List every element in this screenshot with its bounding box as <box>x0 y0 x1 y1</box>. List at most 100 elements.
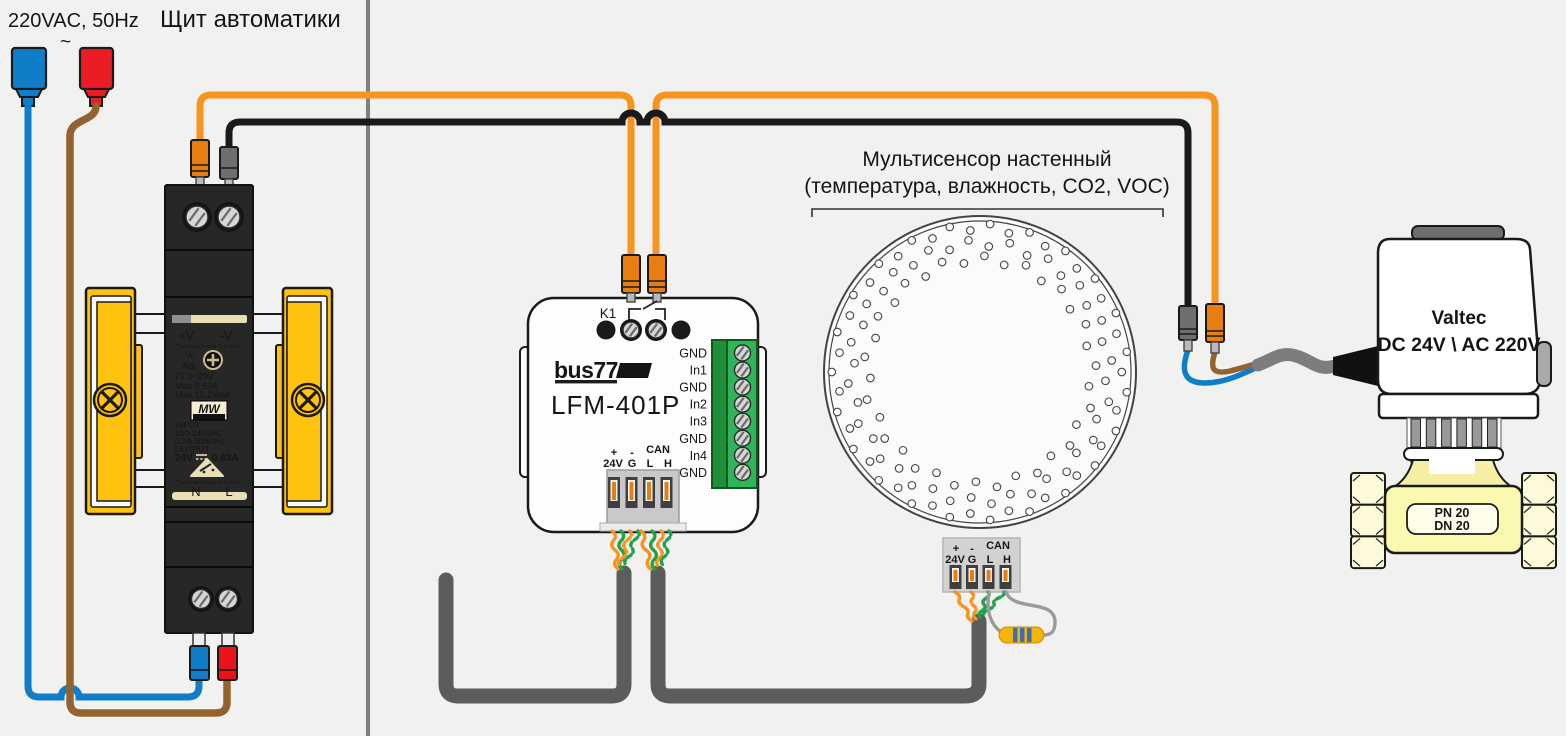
valve-hex-nuts <box>1350 472 1557 570</box>
hex-chamfer-line <box>1352 559 1361 567</box>
psu-minus-v: -V <box>220 328 233 343</box>
perforation-dot <box>1082 301 1092 310</box>
lfm-h-label: H <box>664 458 672 470</box>
terminal-screw-icon <box>620 319 642 341</box>
perforation-dot <box>1112 329 1121 339</box>
terminal-screw-icon <box>733 395 752 413</box>
perforation-dot <box>985 219 995 229</box>
valve-rating: DC 24V \ AC 220V <box>1378 334 1541 356</box>
lfm-l-label: L <box>647 458 654 470</box>
stem-rib <box>1410 418 1421 448</box>
controller-bus-terminal-labels: + - CAN 24V G L H <box>603 444 672 470</box>
controller-top-contacts <box>596 319 691 341</box>
perforation-dot <box>875 412 885 422</box>
ac-symbol: ~ <box>60 32 71 53</box>
psu-output-voltage: 24V <box>175 453 193 464</box>
perforation-dot <box>865 278 875 287</box>
controller-relay-ferrule-right <box>647 254 667 303</box>
relay-contact-icon <box>628 300 666 320</box>
perforation-dot <box>1122 347 1132 357</box>
perforation-dot <box>1036 276 1046 286</box>
perforation-dot <box>1111 426 1121 436</box>
perforation-dot <box>835 348 844 358</box>
mean-well-logo: MW MEAN WELL <box>190 400 228 421</box>
wire-green <box>648 529 659 571</box>
sensor-plus-label: + <box>953 543 959 555</box>
terminal-screw-icon <box>733 446 752 464</box>
perforation-dot <box>1092 414 1101 424</box>
valve-cable-gray <box>1251 348 1342 374</box>
perforation-dot <box>845 311 855 320</box>
hex-chamfer-line <box>1523 496 1532 504</box>
controller-bus-terminal-block <box>599 469 687 532</box>
multisensor-subtitle: (температура, влажность, CO2, VOC) <box>804 175 1170 198</box>
perforation-dot <box>1112 405 1121 415</box>
mw-logo-text: MW <box>198 402 221 416</box>
hex-chamfer-line <box>1546 537 1555 545</box>
bus-cable-right <box>650 565 987 704</box>
sensor-g-label: G <box>968 554 977 566</box>
psu-n-terminal-label: N <box>191 484 200 499</box>
perforation-dot <box>907 480 917 490</box>
psu-l-terminal-label: L <box>225 484 232 499</box>
perforation-dot <box>845 424 855 433</box>
perforation-dot <box>999 260 1009 270</box>
psu-input-ferrule-red <box>217 645 238 681</box>
perforation-dot <box>1084 381 1094 391</box>
multisensor: Мультисенсор настенный (температура, вла… <box>804 148 1170 529</box>
perforation-dot <box>846 337 856 347</box>
controller-input-terminal-label: GND <box>679 381 707 395</box>
wire-orange-relay-to-valve <box>652 91 1219 308</box>
perforation-dot <box>1065 441 1075 450</box>
stem-rib <box>1471 418 1483 448</box>
hex-nut-facet <box>1521 535 1557 570</box>
din-clamp-right <box>275 286 334 516</box>
valve-plate <box>1406 503 1499 535</box>
push-in-contact <box>608 477 620 508</box>
dc-symbol-icon <box>196 454 207 460</box>
perforation-dot <box>853 419 863 428</box>
perforation-dot <box>874 259 884 269</box>
controller-relay-ferrule-left <box>621 254 641 303</box>
mw-logo-name: MEAN WELL <box>196 415 223 420</box>
perforation-dot <box>832 327 842 337</box>
sensor-minus-label: - <box>970 543 974 555</box>
perforation-dot <box>1006 489 1015 499</box>
perforation-dot <box>1072 264 1082 273</box>
perforation-dot <box>1062 467 1072 477</box>
sensor-h-label: H <box>1003 554 1011 566</box>
perforation-dot <box>987 499 996 509</box>
perforation-dot <box>945 222 955 232</box>
psu-plus-v: +V <box>178 328 195 343</box>
lfm-can-label: CAN <box>646 444 670 456</box>
controller-input-terminal-label: In4 <box>690 449 707 463</box>
perforation-dot <box>1111 308 1121 318</box>
sensor-terminal-block: + - CAN 24V G L H <box>942 537 1021 593</box>
perforation-dot <box>980 251 989 261</box>
hex-chamfer-line <box>1523 506 1532 514</box>
perforation-dot <box>835 386 844 396</box>
perforation-dot <box>849 444 858 454</box>
perforation-dot <box>965 509 975 518</box>
valve-pn: PN 20 <box>1435 506 1470 520</box>
wire-orange <box>610 529 621 571</box>
hex-nut-facet <box>1350 535 1386 570</box>
perforation-dot <box>843 379 853 388</box>
wire-striped-orange <box>616 529 634 569</box>
perforation-dot <box>862 299 872 309</box>
hex-chamfer-line <box>1375 527 1384 535</box>
perforation-dot <box>945 512 955 522</box>
bus-cable-left <box>438 565 632 704</box>
perforation-dot <box>1040 493 1050 503</box>
perforation-dot <box>1033 468 1042 478</box>
perforation-dot <box>1090 461 1100 470</box>
mains-terminal-red <box>78 46 115 107</box>
bus77-logo: bus77 LITE <box>554 357 652 384</box>
psu-mean-well: +V -V "Terminal torque 4.4 Lb-in" Vo Adj… <box>164 184 254 681</box>
perforation-dot <box>862 395 872 404</box>
perforation-dot <box>928 501 937 510</box>
valve-stem-ribs <box>1410 418 1498 448</box>
wire-brown-line <box>66 102 231 717</box>
psu-output-label: OUTPUT: <box>175 444 211 454</box>
perforation-dot <box>894 464 904 473</box>
